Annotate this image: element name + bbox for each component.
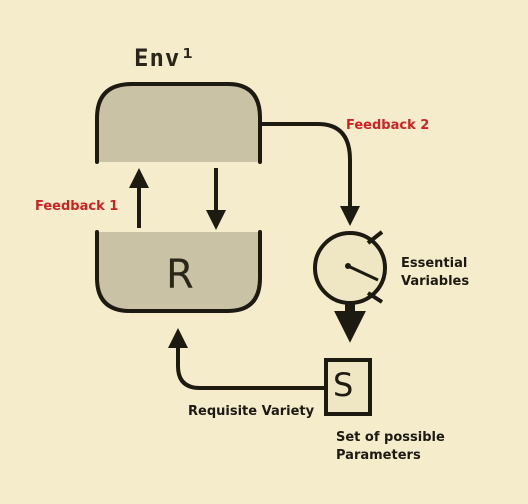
feedback2-arrow xyxy=(260,122,360,226)
requisite-variety-label: Requisite Variety xyxy=(188,404,315,419)
parameters-line1: Set of possible xyxy=(336,430,445,445)
s-label: S xyxy=(333,366,354,404)
env-box xyxy=(95,82,262,164)
feedback-2-label: Feedback 2 xyxy=(346,118,430,133)
parameters-label: Set of possible Parameters xyxy=(336,429,445,464)
requisite-variety-arrow xyxy=(168,328,326,390)
env-label: Env¹ xyxy=(134,44,196,72)
feedback-1-label: Feedback 1 xyxy=(35,199,119,214)
gauge-pivot xyxy=(345,263,351,269)
parameters-line2: Parameters xyxy=(336,447,421,463)
essential-variables-line1: Essential xyxy=(401,256,468,271)
gauge-needle xyxy=(347,264,379,282)
regulator-box xyxy=(95,230,262,313)
essential-variables-label: Essential Variables xyxy=(401,255,469,290)
essential-variables-line2: Variables xyxy=(401,273,470,289)
gauge-tick-bottom xyxy=(366,291,384,304)
r-label: R xyxy=(166,252,194,298)
gauge-tick-top xyxy=(366,230,384,245)
